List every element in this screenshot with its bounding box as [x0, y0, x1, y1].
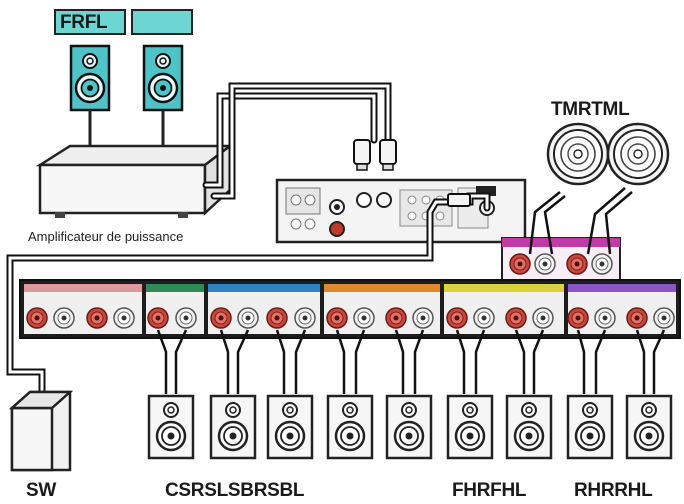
- center-speaker: [147, 394, 195, 460]
- top-middle-right-speaker: [546, 122, 610, 186]
- preout-cables: [202, 82, 397, 200]
- front-height-right-speaker: [446, 394, 494, 460]
- power-amplifier: [35, 143, 234, 218]
- rear-height-left-speaker: [625, 394, 673, 460]
- front-right-speaker: [69, 44, 111, 112]
- surround-back-left-speaker: [385, 394, 433, 460]
- front-pair-label: FRFL: [60, 12, 108, 33]
- front-height-left-speaker: [505, 394, 553, 460]
- top-middle-terminals: [501, 187, 633, 281]
- front-left-speaker: [142, 44, 184, 112]
- subwoofer: [8, 390, 74, 472]
- floor-speakers: [147, 394, 673, 460]
- rear-height-right-speaker: [566, 394, 614, 460]
- top-middle-left-speaker: [606, 122, 670, 186]
- front-label-box-right: [131, 9, 193, 35]
- front-label-box: [54, 9, 126, 35]
- surround-group-label: CSRSLSBRSBL: [165, 480, 305, 501]
- receiver-upper-panel: [275, 178, 527, 244]
- speaker-cables: [156, 329, 666, 394]
- surround-back-right-speaker: [326, 394, 374, 460]
- surround-left-speaker: [266, 394, 314, 460]
- amplifier-label: Amplificateur de puissance: [28, 229, 184, 244]
- speaker-terminal-panel: [19, 279, 681, 339]
- front-speakers: [54, 9, 193, 146]
- subwoofer-label: SW: [26, 480, 57, 501]
- rear-height-pair-label: RHRRHL: [574, 480, 653, 501]
- top-middle-pair-label: TMRTML: [551, 99, 630, 120]
- subwoofer-cable: [6, 192, 491, 394]
- front-height-pair-label: FHRFHL: [452, 480, 527, 501]
- surround-right-speaker: [209, 394, 257, 460]
- top-middle-speakers: [546, 122, 670, 186]
